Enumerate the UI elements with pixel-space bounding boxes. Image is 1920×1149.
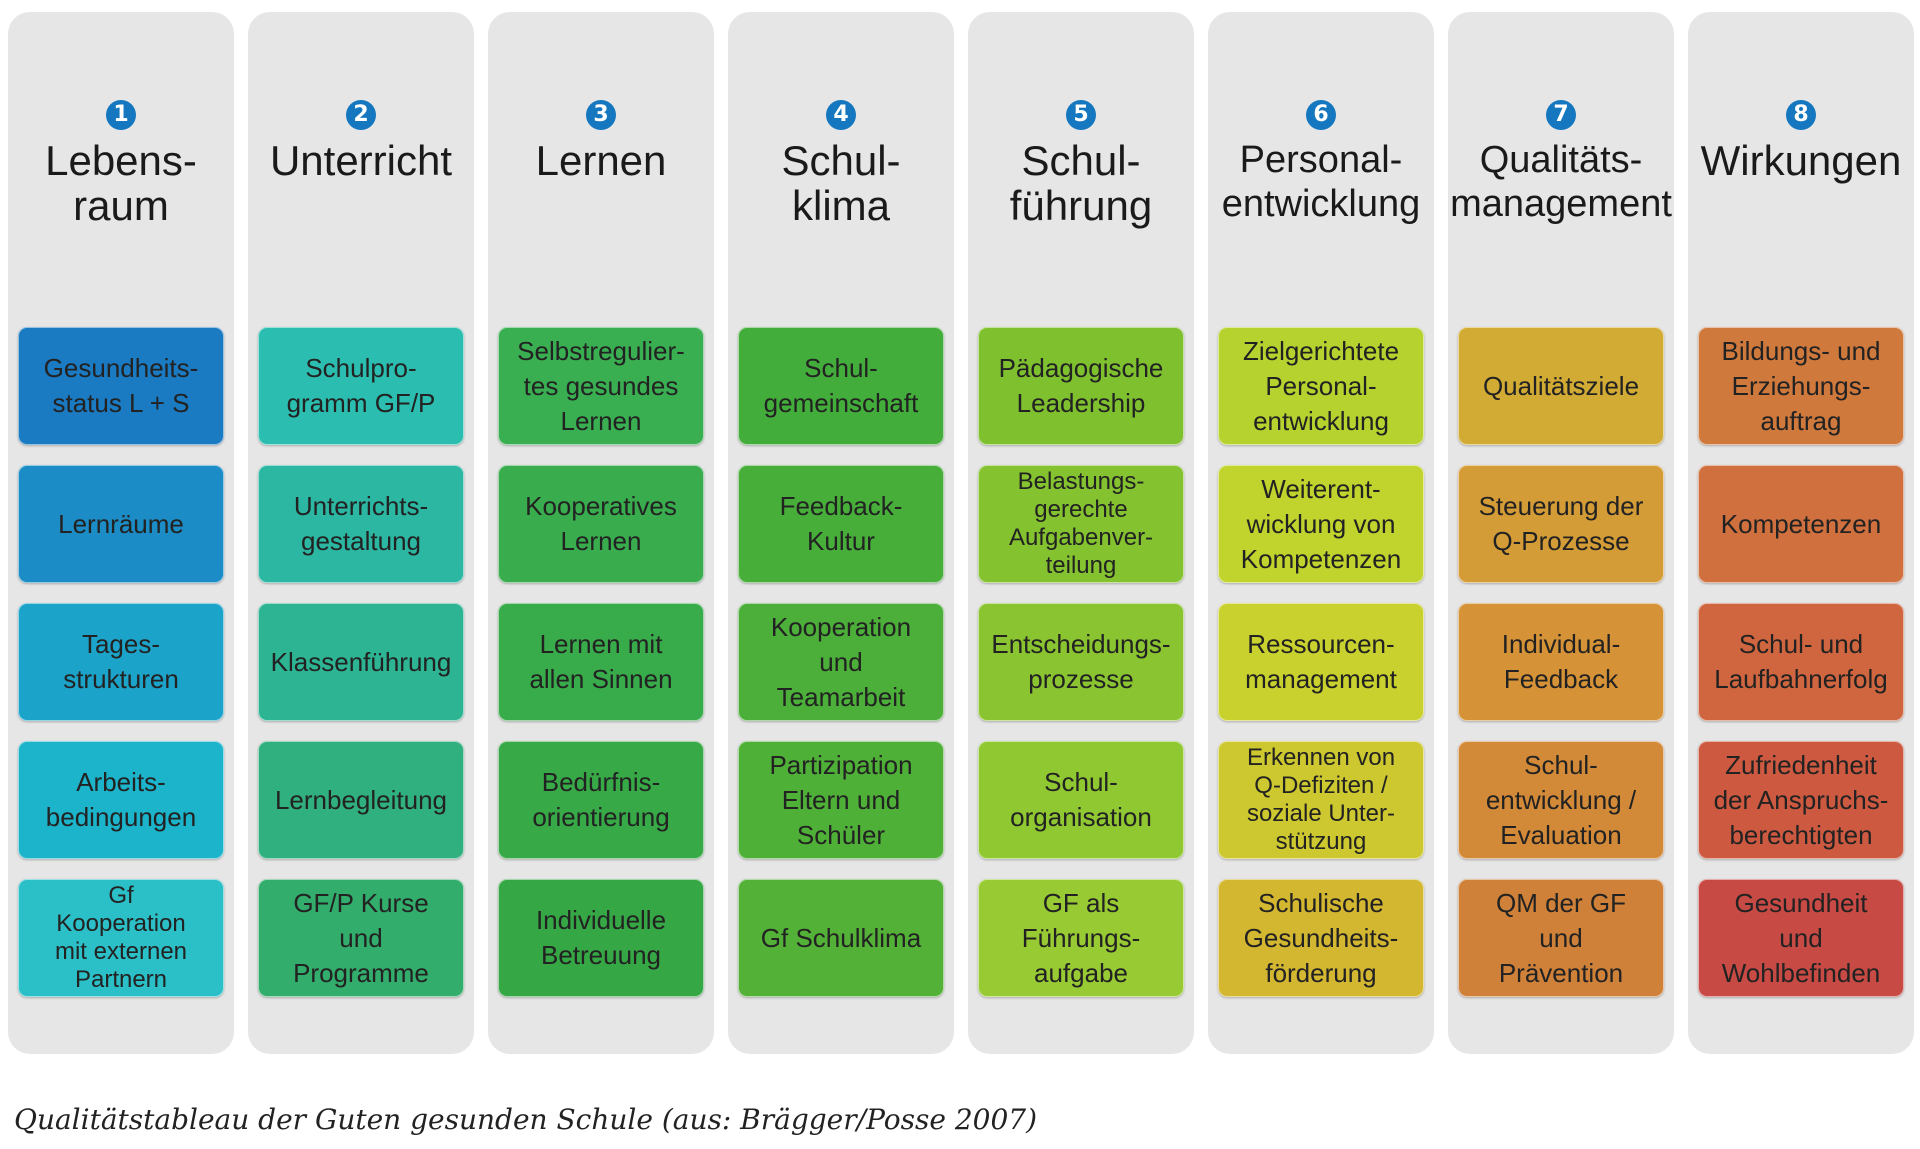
column-title: Schul- führung <box>1009 137 1153 229</box>
criterion-box: Selbstregulier- tes gesundes Lernen <box>498 327 704 445</box>
number-badge-icon: 7 <box>1546 100 1576 130</box>
criterion-box: Zufriedenheit der Anspruchs- berechtigte… <box>1698 741 1904 859</box>
criterion-box: Kooperatives Lernen <box>498 465 704 583</box>
number-badge-icon: 4 <box>826 100 856 130</box>
criterion-box: Bedürfnis- orientierung <box>498 741 704 859</box>
criterion-box: Lernen mit allen Sinnen <box>498 603 704 721</box>
number-badge-icon: 8 <box>1786 100 1816 130</box>
column-title: Lernen <box>535 137 667 184</box>
criterion-box: Entscheidungs- prozesse <box>978 603 1184 721</box>
number-badge-icon: 6 <box>1306 100 1336 130</box>
criterion-box: Steuerung der Q-Prozesse <box>1458 465 1664 583</box>
criterion-box: Qualitätsziele <box>1458 327 1664 445</box>
criterion-box: Gf Kooperation mit externen Partnern <box>18 879 224 997</box>
criterion-box: Gesundheits- status L + S <box>18 327 224 445</box>
criterion-box: Erkennen von Q-Defiziten / soziale Unter… <box>1218 741 1424 859</box>
criterion-box: Gesundheit und Wohlbefinden <box>1698 879 1904 997</box>
number-badge-icon: 5 <box>1066 100 1096 130</box>
criterion-box: Schul- gemeinschaft <box>738 327 944 445</box>
criterion-box: GF als Führungs- aufgabe <box>978 879 1184 997</box>
criterion-box: Lernbegleitung <box>258 741 464 859</box>
criterion-box: Lernräume <box>18 465 224 583</box>
criterion-box: Individual- Feedback <box>1458 603 1664 721</box>
criterion-box: Bildungs- und Erziehungs- auftrag <box>1698 327 1904 445</box>
criterion-box: Tages- strukturen <box>18 603 224 721</box>
column-title: Wirkungen <box>1700 137 1902 184</box>
criterion-box: Klassenführung <box>258 603 464 721</box>
criterion-box: Zielgerichtete Personal- entwicklung <box>1218 327 1424 445</box>
criterion-box: Feedback- Kultur <box>738 465 944 583</box>
column-title: Qualitäts- management <box>1450 139 1672 225</box>
criterion-box: Schulpro- gramm GF/P <box>258 327 464 445</box>
criterion-box: Kompetenzen <box>1698 465 1904 583</box>
criterion-box: Pädagogische Leadership <box>978 327 1184 445</box>
criterion-box: Kooperation und Teamarbeit <box>738 603 944 721</box>
criterion-box: Arbeits- bedingungen <box>18 741 224 859</box>
criterion-box: Partizipation Eltern und Schüler <box>738 741 944 859</box>
number-badge-icon: 2 <box>346 100 376 130</box>
criterion-box: Belastungs- gerechte Aufgabenver- teilun… <box>978 465 1184 583</box>
criterion-box: Ressourcen- management <box>1218 603 1424 721</box>
column-title: Unterricht <box>269 137 453 184</box>
criterion-box: Schulische Gesundheits- förderung <box>1218 879 1424 997</box>
criterion-box: Gf Schulklima <box>738 879 944 997</box>
criterion-box: Weiterent- wicklung von Kompetenzen <box>1218 465 1424 583</box>
figure-caption: Qualitätstableau der Guten gesunden Schu… <box>14 1103 1038 1136</box>
number-badge-icon: 3 <box>586 100 616 130</box>
column-title: Schul- klima <box>781 137 901 229</box>
column-title: Lebens- raum <box>45 137 197 229</box>
criterion-box: Schul- organisation <box>978 741 1184 859</box>
criterion-box: Schul- entwicklung / Evaluation <box>1458 741 1664 859</box>
number-badge-icon: 1 <box>106 100 136 130</box>
criterion-box: Individuelle Betreuung <box>498 879 704 997</box>
criterion-box: Schul- und Laufbahnerfolg <box>1698 603 1904 721</box>
criterion-box: Unterrichts- gestaltung <box>258 465 464 583</box>
criterion-box: GF/P Kurse und Programme <box>258 879 464 997</box>
column-title: Personal- entwicklung <box>1221 139 1421 225</box>
criterion-box: QM der GF und Prävention <box>1458 879 1664 997</box>
